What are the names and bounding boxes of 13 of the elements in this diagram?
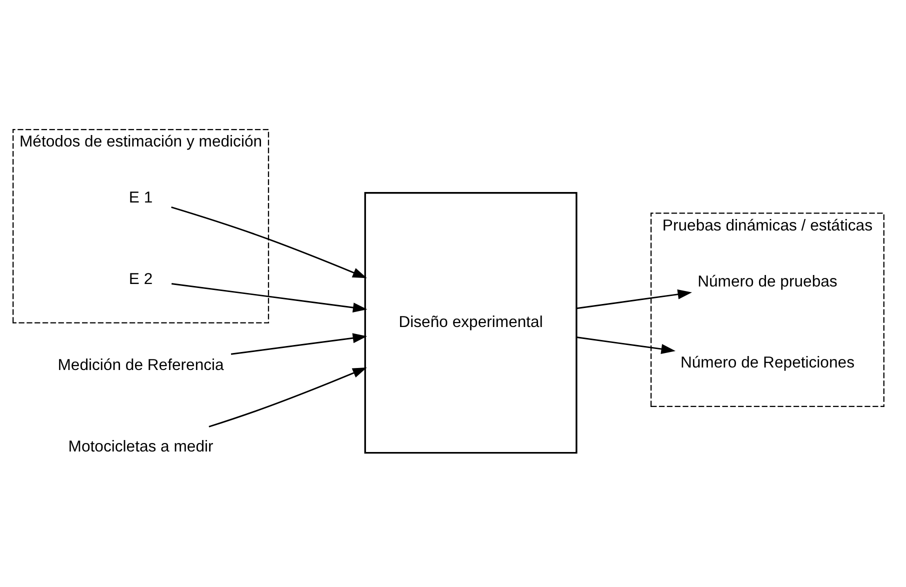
node-text: Número de Repeticiones xyxy=(680,354,854,372)
node-box: Diseño experimental xyxy=(364,192,578,454)
arrow xyxy=(576,336,676,354)
node-text: Número de pruebas xyxy=(698,272,838,290)
node-text: E 2 xyxy=(128,270,153,288)
node-text: Motocicletas a medir xyxy=(68,438,214,455)
node-text: E 1 xyxy=(128,189,153,206)
arrow xyxy=(172,282,368,312)
arrow xyxy=(171,206,367,278)
node-text: Medición de Referencia xyxy=(58,356,224,374)
arrow xyxy=(576,288,692,309)
arrow xyxy=(208,366,367,427)
arrow xyxy=(230,332,368,354)
